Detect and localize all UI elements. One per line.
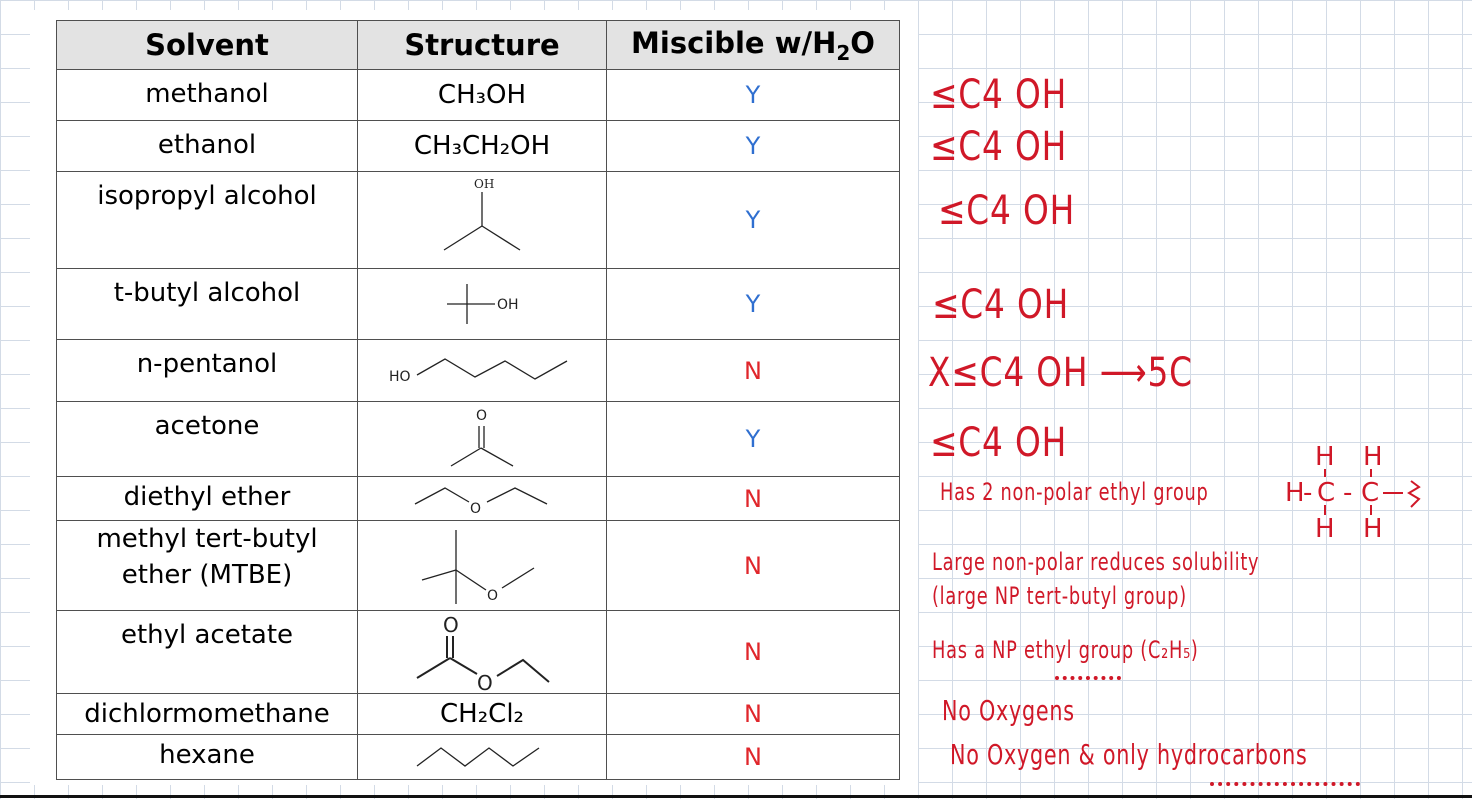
svg-text:C: C <box>1361 478 1379 508</box>
miscible-value: N <box>606 339 900 402</box>
svg-text:H: H <box>1363 514 1383 544</box>
svg-text:HO: HO <box>389 369 411 385</box>
solvent-name: hexane <box>56 734 358 780</box>
table-row: hexane N <box>56 734 900 780</box>
miscible-value: N <box>606 734 900 780</box>
bottom-divider <box>0 795 1472 798</box>
svg-text:H: H <box>1315 514 1335 544</box>
solvent-name: n-pentanol <box>56 339 358 402</box>
svg-text:H: H <box>1285 478 1305 508</box>
t-butyl-alcohol-structure: OH <box>447 284 519 324</box>
note-acetone: ≤C4 OH <box>930 420 1068 466</box>
table-row: t-butyl alcohol OH Y <box>56 268 900 340</box>
header-structure: Structure <box>357 20 607 70</box>
solvent-name: methyl tert-butyl ether (MTBE) <box>56 520 358 611</box>
header-solvent: Solvent <box>56 20 358 70</box>
svg-text:C: C <box>1317 478 1335 508</box>
miscible-value: Y <box>606 120 900 172</box>
header-row: Solvent Structure Miscible w/H2O <box>56 20 900 70</box>
structure-drawing: O <box>357 476 607 521</box>
diethyl-ether-structure: O <box>414 486 548 517</box>
underline-dots <box>1055 676 1121 680</box>
miscible-value: N <box>606 610 900 694</box>
svg-text:O: O <box>470 501 481 517</box>
note-pentanol: X≤C4 OH ⟶5C <box>928 350 1193 396</box>
n-pentanol-structure: HO <box>389 357 568 385</box>
acetone-structure: O <box>450 408 514 467</box>
miscible-value: Y <box>606 69 900 121</box>
solvent-miscibility-table: Solvent Structure Miscible w/H2O methano… <box>56 20 900 780</box>
svg-text:O: O <box>477 671 493 695</box>
table-row: acetone O Y <box>56 401 900 477</box>
note-mtbe-line1: Large non-polar reduces solubility <box>932 548 1260 576</box>
structure-drawing: O <box>357 520 607 611</box>
structure-formula: CH₂Cl₂ <box>357 693 607 735</box>
miscible-value: Y <box>606 401 900 477</box>
table-row: methyl tert-butyl ether (MTBE) O N <box>56 520 900 611</box>
miscible-value: N <box>606 520 900 611</box>
svg-text:-: - <box>1343 478 1352 508</box>
structure-drawing <box>357 734 607 780</box>
hexane-structure <box>416 747 540 767</box>
svg-text:OH: OH <box>497 297 519 313</box>
svg-text:H: H <box>1315 442 1335 472</box>
table-row: isopropyl alcohol OH Y <box>56 171 900 269</box>
solvent-name: acetone <box>56 401 358 477</box>
note-ethanol: ≤C4 OH <box>930 124 1068 170</box>
structure-formula: CH₃CH₂OH <box>357 120 607 172</box>
note-diethyl-ether: Has 2 non-polar ethyl group <box>940 478 1209 506</box>
miscible-value: N <box>606 476 900 521</box>
table-row: diethyl ether O N <box>56 476 900 521</box>
solvent-name: t-butyl alcohol <box>56 268 358 340</box>
note-methanol: ≤C4 OH <box>930 72 1068 118</box>
solvent-name: isopropyl alcohol <box>56 171 358 269</box>
structure-formula: CH₃OH <box>357 69 607 121</box>
table-row: n-pentanol HO N <box>56 339 900 402</box>
structure-drawing: OH <box>357 171 607 269</box>
svg-text:H: H <box>1363 442 1383 472</box>
structure-drawing: O O <box>357 610 607 695</box>
solvent-name-line: methyl tert-butyl <box>96 524 318 554</box>
structure-drawing: O <box>357 401 607 477</box>
svg-text:OH: OH <box>474 177 494 191</box>
ethyl-acetate-structure: O O <box>416 613 550 695</box>
solvent-name: ethyl acetate <box>56 610 358 694</box>
svg-text:O: O <box>476 408 487 424</box>
table-row: dichlormomethane CH₂Cl₂ N <box>56 693 900 735</box>
svg-text:-: - <box>1303 478 1312 508</box>
miscible-value: Y <box>606 268 900 340</box>
solvent-name-line: ether (MTBE) <box>121 560 293 590</box>
note-isopropyl: ≤C4 OH <box>938 188 1076 234</box>
table-row: ethyl acetate O O N <box>56 610 900 695</box>
solvent-name: ethanol <box>56 120 358 172</box>
ethyl-group-sketch: H H H - C - C H H <box>1285 442 1421 544</box>
mtbe-structure: O <box>421 529 535 604</box>
miscible-value: N <box>606 693 900 735</box>
solvent-name: diethyl ether <box>56 476 358 521</box>
svg-text:O: O <box>487 588 498 604</box>
structure-drawing: HO <box>357 339 607 402</box>
note-dichloromethane: No Oxygens <box>942 694 1075 727</box>
note-hexane: No Oxygen & only hydrocarbons <box>950 738 1308 771</box>
solvent-name: dichlormomethane <box>56 693 358 735</box>
miscible-value: Y <box>606 171 900 269</box>
structure-drawing: OH <box>357 268 607 340</box>
note-mtbe-line2: (large NP tert-butyl group) <box>932 582 1187 610</box>
isopropyl-alcohol-structure: OH <box>443 177 521 251</box>
solvent-name: methanol <box>56 69 358 121</box>
header-miscible: Miscible w/H2O <box>606 20 900 70</box>
svg-text:O: O <box>443 613 459 637</box>
note-ethyl-acetate: Has a NP ethyl group (C₂H₅) <box>932 636 1199 664</box>
table-row: methanol CH₃OH Y <box>56 69 900 121</box>
table-row: ethanol CH₃CH₂OH Y <box>56 120 900 172</box>
underline-dots <box>1210 782 1360 786</box>
note-tbutyl: ≤C4 OH <box>932 282 1070 328</box>
